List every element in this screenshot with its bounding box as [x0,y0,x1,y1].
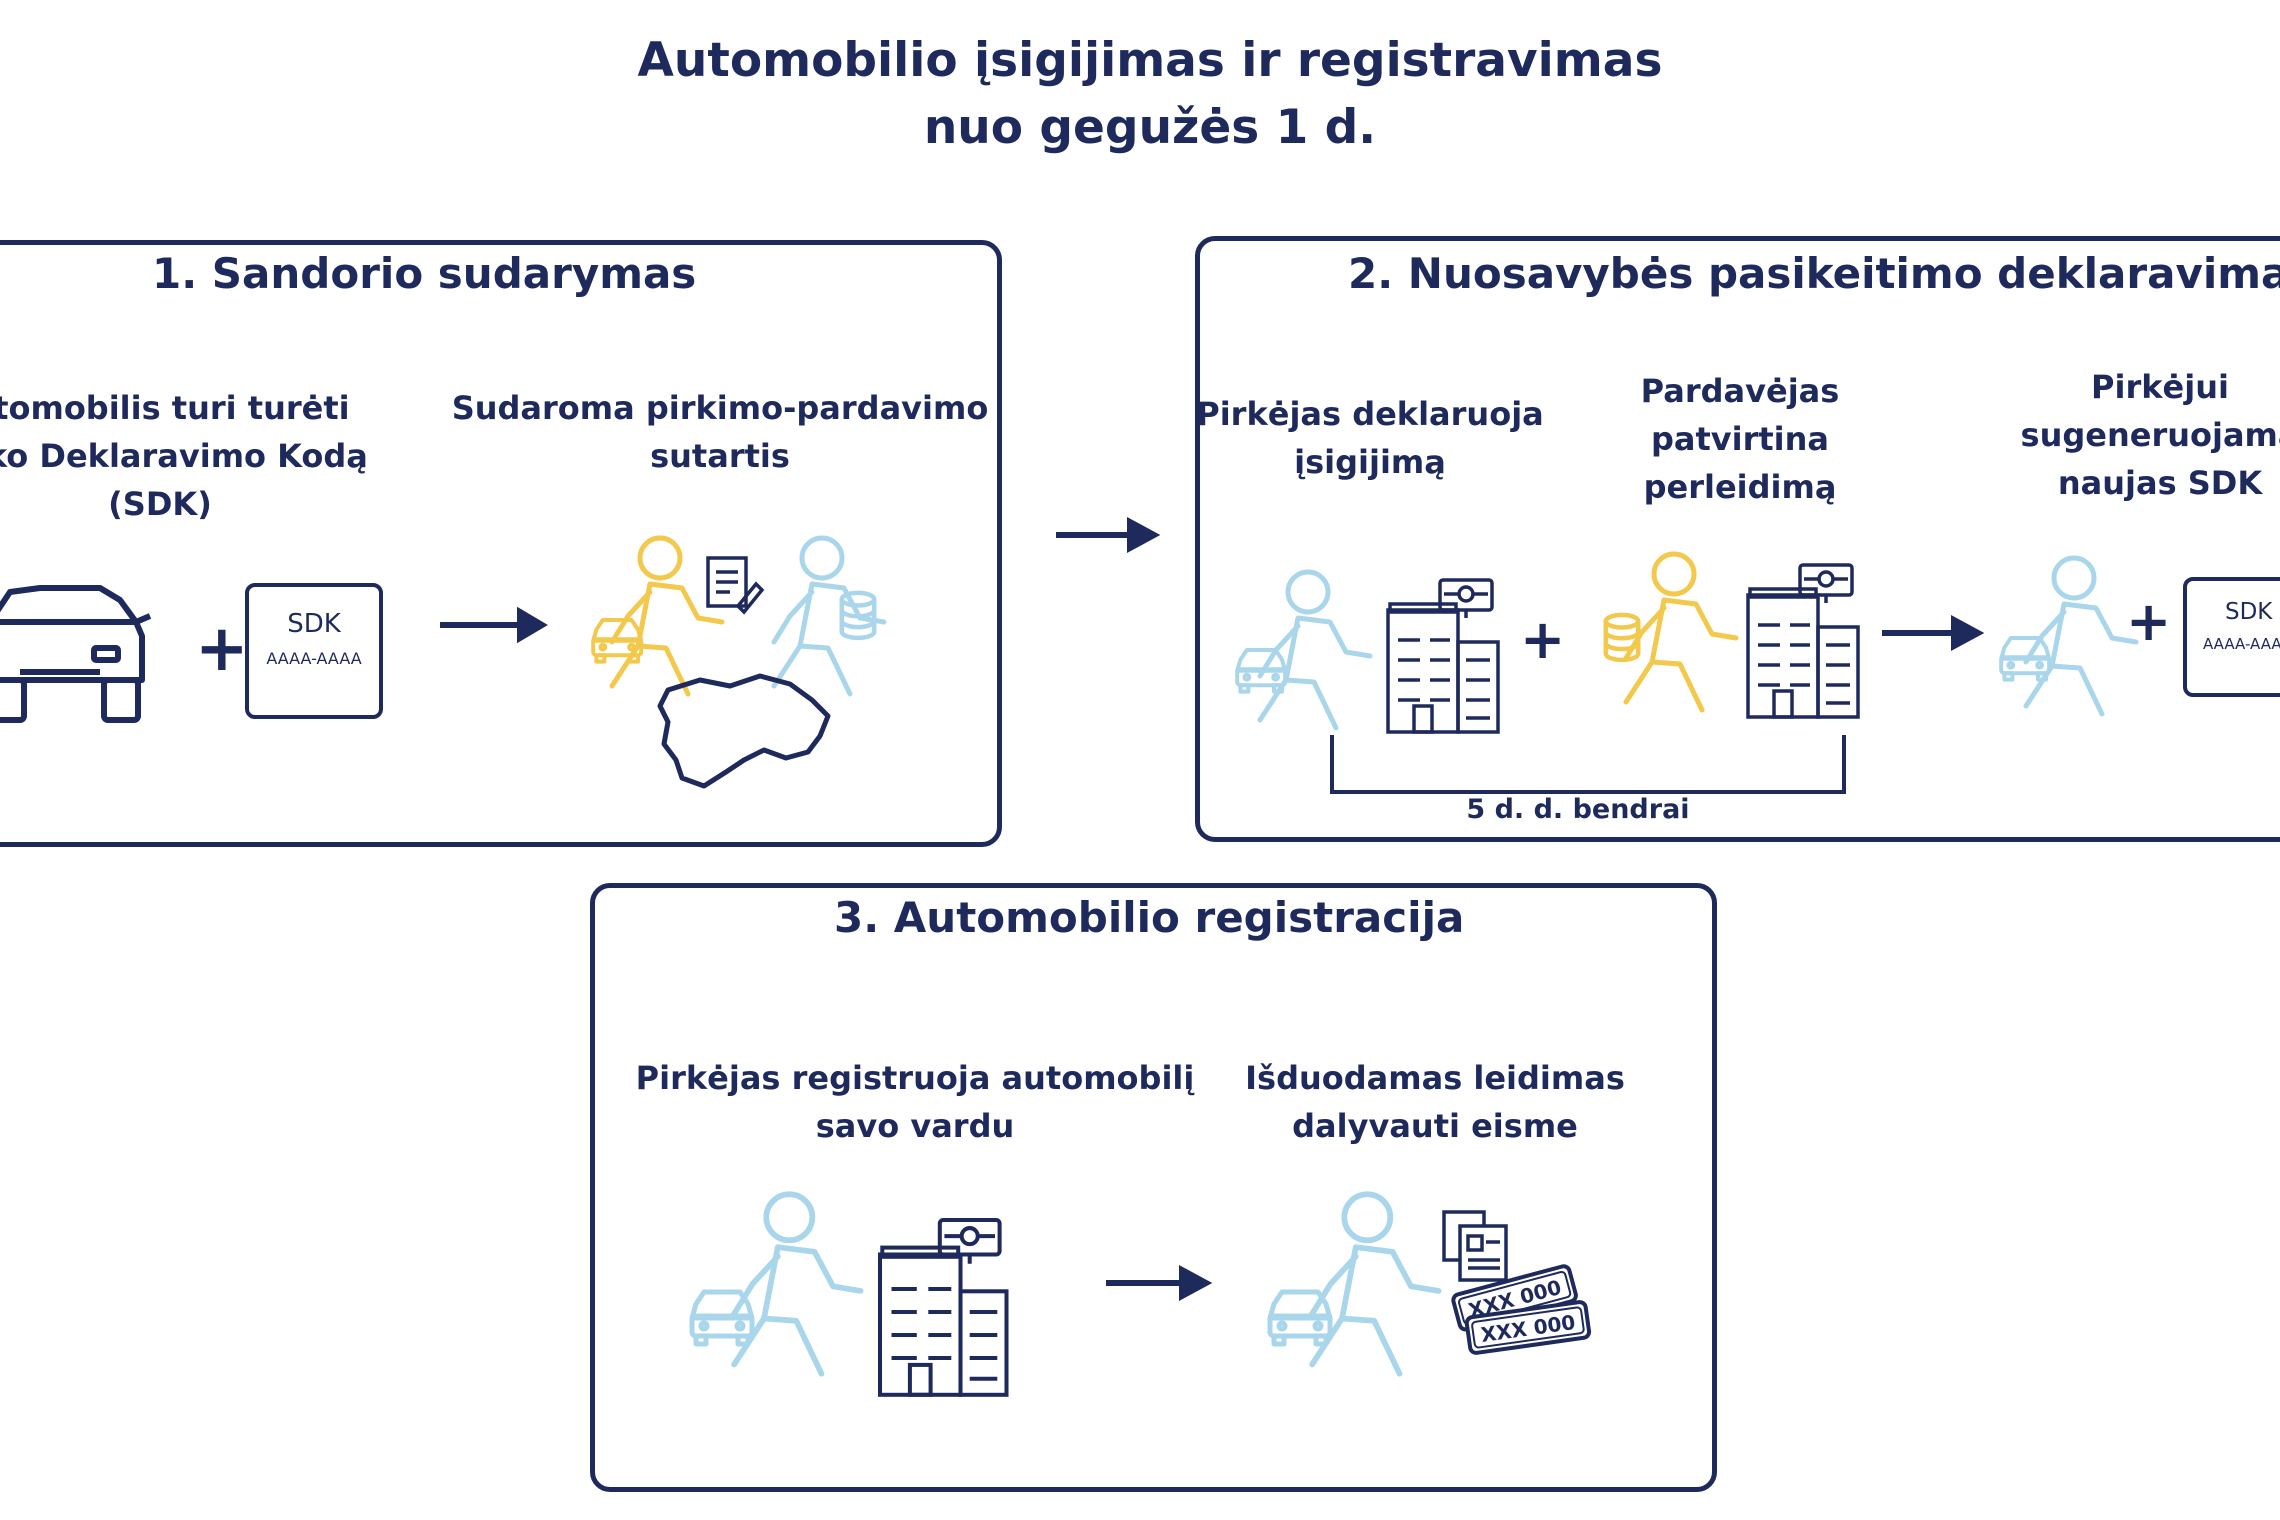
s1-step1-label: utomobilis turi turėti inko Deklaravimo … [0,389,368,523]
s3-step1-label: Pirkėjas registruoja automobilį savo var… [635,1059,1195,1145]
s2-buyer-person-icon [1237,572,1370,728]
section-1-box [0,240,1002,847]
sdk-card-1-code: AAAA-AAAA [266,649,362,668]
lithuania-map-icon [657,673,831,789]
arrow-icon-3 [1882,614,1985,652]
section-2-box [1195,236,2280,842]
s3-buyer-person-icon [692,1194,861,1373]
s2-bracket-label: 5 d. d. bendrai [1466,794,1690,825]
s2-step1-label: Pirkėjas deklaruoja įsigijimą [1196,395,1544,481]
sdk-card-2-label: SDK [2225,599,2273,625]
section-2-title: 2. Nuosavybės pasikeitimo deklaravimas [1348,249,2280,298]
registration-documents-icon [1442,1210,1508,1282]
section-3-box [590,883,1717,1492]
timeline-bracket [1330,735,1846,794]
s2-office-building-icon-1 [1386,578,1500,734]
arrow-icon-4 [1106,1264,1213,1302]
seller-person-icon [593,538,722,694]
plus-icon-3: + [2126,590,2171,653]
page-title: Automobilio įsigijimas ir registravimas … [0,28,2280,161]
sdk-card-2: SDK AAAA-AAA [2183,577,2280,697]
contract-document-icon [706,556,765,615]
buyer-person-icon [774,538,884,694]
s3-driver-person-icon [1270,1194,1439,1373]
s3-step2-label: Išduodamas leidimas dalyvauti eisme [1245,1059,1625,1145]
plus-icon-2: + [1520,608,1565,671]
s3-office-building-icon [880,1220,1007,1395]
s2-seller-person-icon [1606,554,1736,710]
s1-step2-label: Sudaroma pirkimo-pardavimo sutartis [451,389,989,475]
arrow-icon-1 [440,606,548,644]
s2-step2-label: Pardavėjas patvirtina perleidimą [1640,372,1840,506]
s2-step3-label: Pirkėjui sugeneruojama naujas SDK [2020,368,2280,502]
title-line-2: nuo gegužės 1 d. [923,99,1377,155]
section-1-title: 1. Sandorio sudarymas [152,249,697,298]
title-line-1: Automobilio įsigijimas ir registravimas [637,33,1663,88]
section-3-title: 3. Automobilio registracija [834,893,1465,942]
sdk-card-1: SDK AAAA-AAAA [245,583,383,719]
sdk-card-2-code: AAAA-AAA [2203,635,2280,653]
s2-office-building-icon-2 [1746,563,1860,719]
arrow-icon-2 [1056,516,1161,554]
car-icon [0,585,152,723]
plus-icon-1: + [195,612,249,686]
sdk-card-1-label: SDK [287,609,341,639]
s2-new-owner-person-icon [2001,558,2136,714]
